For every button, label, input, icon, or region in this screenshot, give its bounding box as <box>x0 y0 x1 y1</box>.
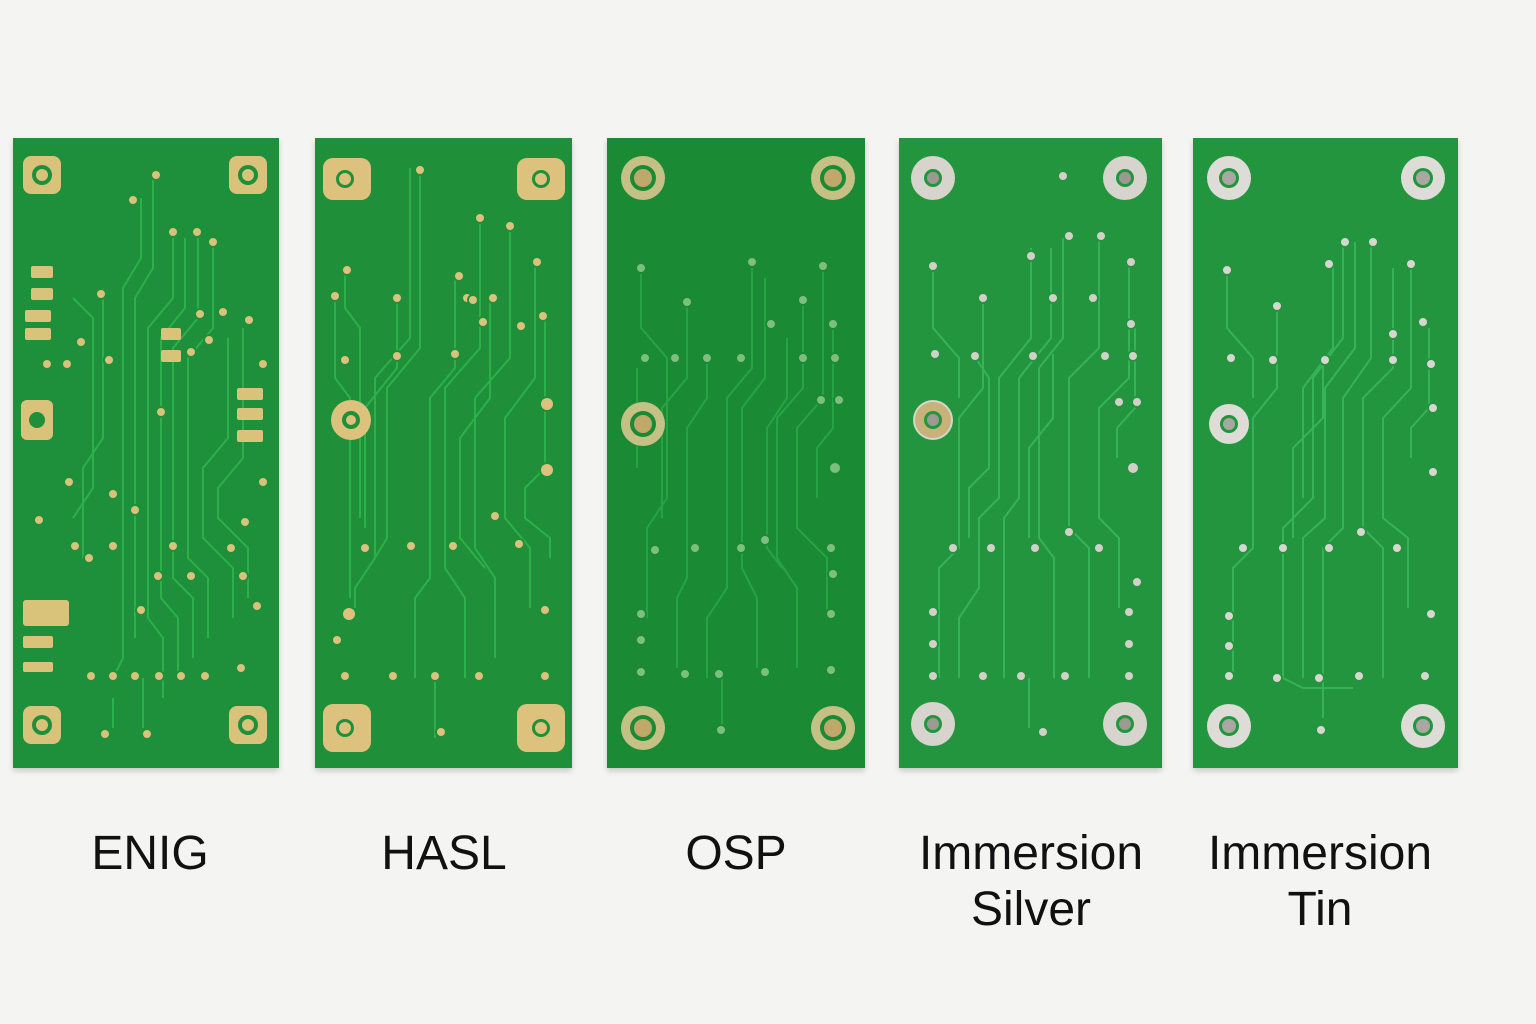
osp-board <box>607 138 865 768</box>
immersion-silver-label-line-2: Silver <box>970 883 1092 936</box>
immersion-tin-label-line-1: Immersion <box>1207 827 1433 880</box>
enig-board <box>13 138 279 768</box>
immersion-tin-board <box>1193 138 1458 768</box>
osp-board-artwork <box>607 138 865 768</box>
enig-board-artwork <box>13 138 279 768</box>
immersion-tin-label-line-2: Tin <box>1287 883 1353 936</box>
hasl-board <box>315 138 572 768</box>
osp-label-line-1: OSP <box>685 827 787 880</box>
hasl-label-line-1: HASL <box>381 827 507 880</box>
immersion-silver-label-line-1: Immersion <box>918 827 1144 880</box>
enig-label-line-1: ENIG <box>91 827 209 880</box>
immersion-silver-label: Immersion Silver <box>881 826 1181 938</box>
hasl-board-artwork <box>315 138 572 768</box>
immersion-tin-board-artwork <box>1193 138 1458 768</box>
immersion-silver-board <box>899 138 1162 768</box>
hasl-label: HASL <box>294 826 594 882</box>
enig-label: ENIG <box>0 826 300 882</box>
osp-label: OSP <box>586 826 886 882</box>
immersion-silver-board-artwork <box>899 138 1162 768</box>
immersion-tin-label: Immersion Tin <box>1170 826 1470 938</box>
